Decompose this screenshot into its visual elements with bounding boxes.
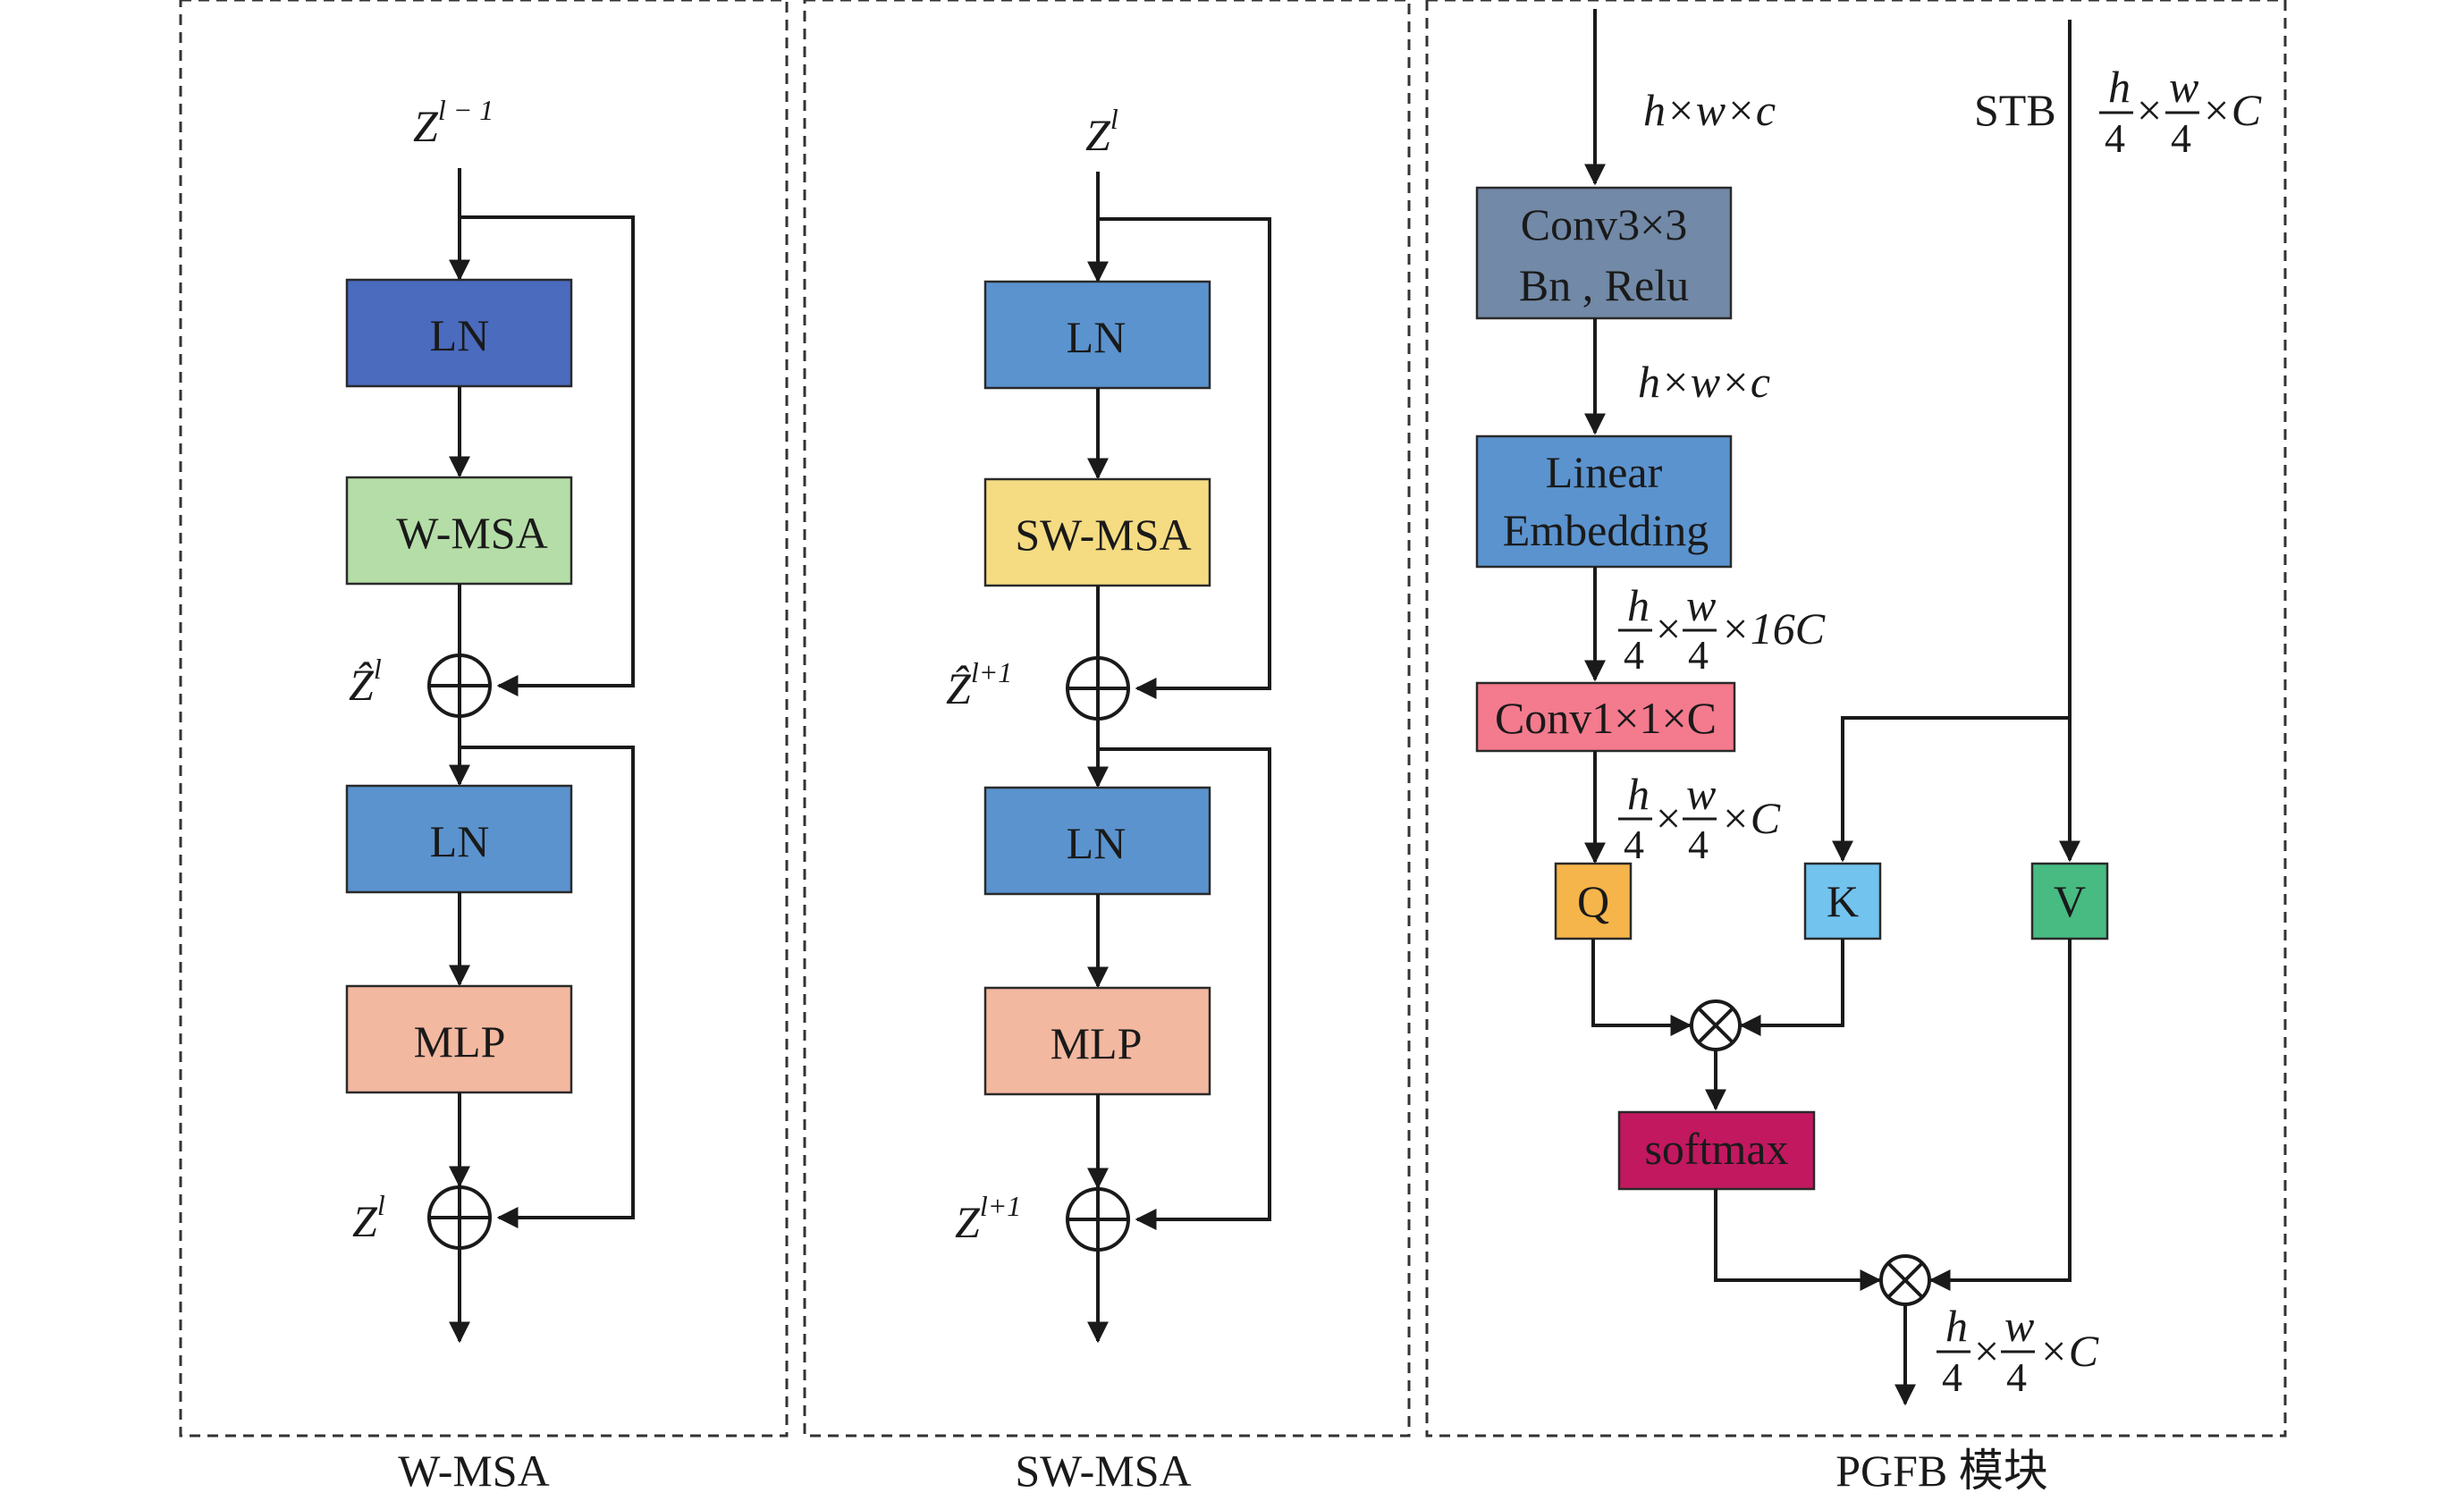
swmsa-mid-label: Ẑl+1 <box>946 656 1012 713</box>
svg-text:4: 4 <box>1688 632 1709 678</box>
svg-text:h: h <box>2108 62 2131 112</box>
wmsa-out-label: Zl <box>352 1189 385 1246</box>
pgfb-softmax-to-mul <box>1714 1189 1882 1291</box>
svg-text:×C: ×C <box>2201 85 2262 135</box>
swmsa-frame <box>803 0 1411 1438</box>
swmsa-add-1 <box>1066 656 1130 721</box>
swmsa-skip-1 <box>1098 217 1271 699</box>
svg-text:×: × <box>1974 1326 1999 1376</box>
svg-text:×16C: ×16C <box>1720 603 1826 654</box>
wmsa-mlp-label: MLP <box>414 1016 506 1067</box>
pgfb-k-label: K <box>1827 876 1859 926</box>
pgfb-stb-label: STB <box>1974 85 2056 135</box>
pgfb-dim-in: h×w×c <box>1643 85 1776 135</box>
pgfb-k-box <box>1803 862 1882 940</box>
svg-text:×: × <box>1656 603 1681 654</box>
wmsa-ln2-label: LN <box>430 816 490 866</box>
pgfb-q-to-mul <box>1591 939 1692 1036</box>
pgfb-v-box <box>2030 862 2109 940</box>
svg-text:w: w <box>1686 580 1716 630</box>
pgfb-mul-2 <box>1879 1254 1931 1306</box>
pgfb-branch-k <box>1832 716 2070 863</box>
svg-text:h: h <box>1945 1301 1968 1351</box>
wmsa-attn-label: W-MSA <box>396 508 547 558</box>
pgfb-q-box <box>1554 862 1633 940</box>
wmsa-ln1-label: LN <box>430 310 490 360</box>
wmsa-mlp-box <box>345 984 573 1094</box>
swmsa-skip-2 <box>1098 747 1271 1230</box>
pgfb-conv1-label: Conv1×1×C <box>1495 693 1717 743</box>
svg-text:4: 4 <box>1624 632 1644 678</box>
svg-text:4: 4 <box>2171 115 2191 161</box>
pgfb-dim-16c: h 4 × w 4 ×16C <box>1618 580 1826 678</box>
pgfb-dim-stb: h 4 × w 4 ×C <box>2099 62 2262 161</box>
pgfb-linear-box <box>1475 434 1733 569</box>
wmsa-skip-2 <box>460 746 635 1228</box>
swmsa-ln1-box <box>983 280 1211 390</box>
swmsa-ln2-label: LN <box>1067 818 1127 868</box>
svg-text:×: × <box>2137 85 2162 135</box>
svg-text:w: w <box>1686 769 1716 819</box>
pgfb-linear-line1: Linear <box>1546 447 1663 497</box>
pgfb-dim-c: h 4 × w 4 ×C <box>1618 769 1781 867</box>
pgfb-conv1-box <box>1475 681 1736 753</box>
swmsa-caption: SW-MSA <box>1015 1446 1191 1496</box>
pgfb-softmax-label: softmax <box>1644 1124 1788 1174</box>
pgfb-caption: PGFB 模块 <box>1835 1446 2048 1496</box>
pgfb-dim-mid: h×w×c <box>1638 357 1770 407</box>
wmsa-add-1 <box>427 654 492 718</box>
pgfb-conv3-box <box>1475 186 1733 320</box>
svg-text:h: h <box>1627 769 1650 819</box>
pgfb-v-to-mul <box>1928 939 2072 1291</box>
pgfb-q-label: Q <box>1577 876 1609 926</box>
swmsa-mlp-label: MLP <box>1051 1018 1143 1068</box>
pgfb-conv3-line1: Conv3×3 <box>1521 199 1688 249</box>
wmsa-caption: W-MSA <box>398 1446 549 1496</box>
pgfb-conv3-line2: Bn , Relu <box>1519 260 1689 310</box>
wmsa-input-label: Zl − 1 <box>413 94 494 151</box>
svg-text:w: w <box>2004 1301 2034 1351</box>
wmsa-frame <box>179 0 789 1438</box>
wmsa-attn-box <box>345 476 573 586</box>
svg-text:×C: ×C <box>2038 1326 2099 1376</box>
svg-text:4: 4 <box>2105 115 2125 161</box>
wmsa-ln1-box <box>345 278 573 388</box>
swmsa-out-label: Zl+1 <box>955 1190 1021 1247</box>
svg-text:4: 4 <box>1942 1354 1962 1400</box>
swmsa-ln2-box <box>983 786 1211 896</box>
pgfb-panel: h×w×c Conv3×3 Bn , Relu h×w×c Linear Emb… <box>1475 9 2262 1406</box>
swmsa-add-2 <box>1066 1187 1130 1252</box>
svg-text:4: 4 <box>2006 1354 2027 1400</box>
svg-text:w: w <box>2169 62 2198 112</box>
swmsa-panel: Zl LN SW-MSA Ẑl+1 LN MLP Zl+1 <box>946 103 1271 1344</box>
svg-text:4: 4 <box>1624 822 1644 867</box>
svg-text:×C: ×C <box>1720 793 1781 843</box>
swmsa-input-label: Zl <box>1085 103 1118 160</box>
svg-text:h: h <box>1627 580 1650 630</box>
wmsa-add-2 <box>427 1185 492 1250</box>
svg-text:4: 4 <box>1688 822 1709 867</box>
pgfb-frame <box>1425 0 2287 1438</box>
svg-text:×: × <box>1656 793 1681 843</box>
wmsa-mid-label: Ẑl <box>349 653 382 710</box>
swmsa-ln1-label: LN <box>1067 312 1127 362</box>
wmsa-ln2-box <box>345 784 573 894</box>
swmsa-attn-label: SW-MSA <box>1015 510 1191 560</box>
pgfb-v-label: V <box>2054 876 2086 926</box>
pgfb-k-to-mul <box>1739 939 1844 1036</box>
pgfb-linear-line2: Embedding <box>1503 505 1709 555</box>
wmsa-skip-1 <box>460 215 635 696</box>
pgfb-mul-1 <box>1690 999 1742 1051</box>
wmsa-panel: Zl − 1 LN W-MSA Ẑl LN MLP Zl <box>345 94 635 1344</box>
pgfb-dim-out: h 4 × w 4 ×C <box>1937 1301 2099 1400</box>
